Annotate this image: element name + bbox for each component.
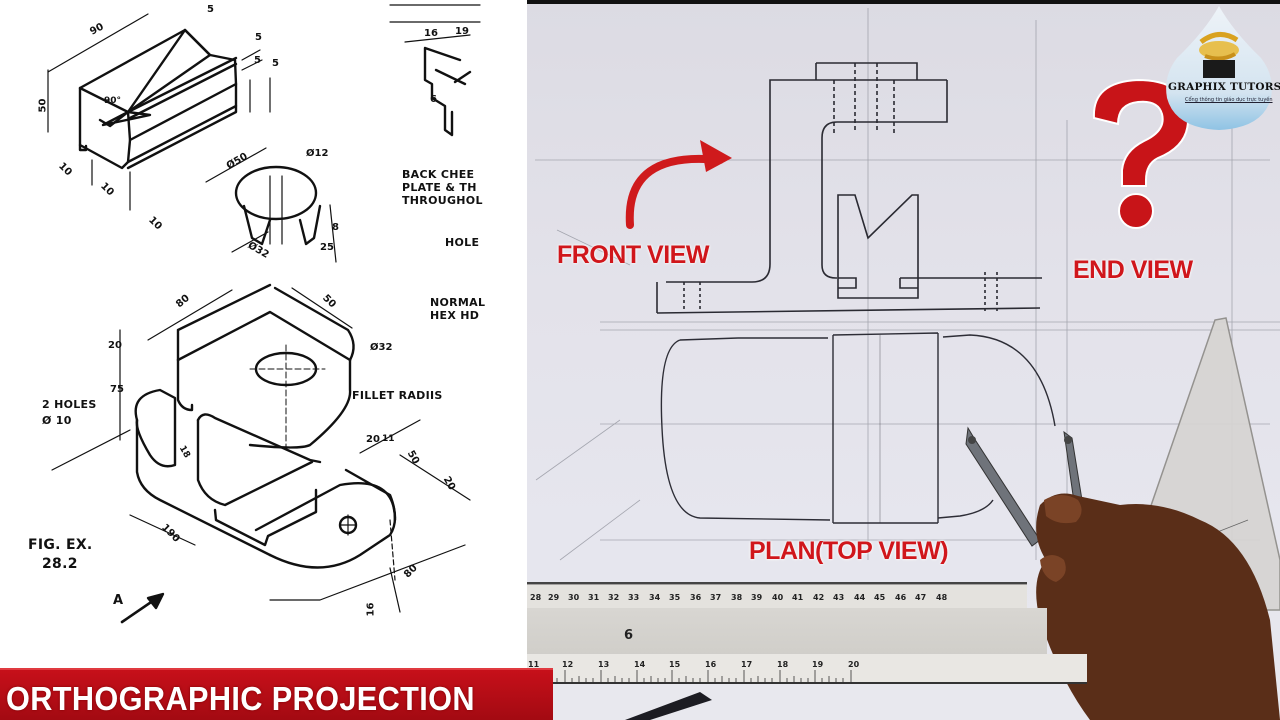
question-mark-icon [1092, 78, 1190, 229]
orthographic-views [535, 8, 1280, 720]
dim-19: 19 [455, 26, 469, 37]
scale-38: 38 [731, 593, 743, 602]
scale-28: 28 [530, 593, 542, 602]
scale-37: 37 [710, 593, 722, 602]
dim-20b: 20 [366, 434, 380, 445]
scale-30: 30 [568, 593, 580, 602]
note-hole-diameter: Ø 10 [42, 414, 72, 427]
graphix-tutors-logo [1166, 6, 1272, 130]
scale-29: 29 [548, 593, 560, 602]
scale-46: 46 [895, 593, 907, 602]
dim-11: 11 [382, 434, 395, 444]
note-two-holes: 2 HOLES [42, 398, 97, 411]
front-view-label: FRONT VIEW [557, 241, 709, 269]
t-square-top-scale [527, 582, 1027, 612]
dim-50: 50 [37, 98, 49, 113]
pen [625, 692, 712, 720]
dim-75: 75 [110, 384, 124, 395]
scale-31: 31 [588, 593, 600, 602]
dim-6: 6 [430, 94, 437, 105]
title-banner [0, 668, 553, 720]
scale-19: 19 [812, 660, 824, 669]
scale-12: 12 [562, 660, 574, 669]
scale-45: 45 [874, 593, 886, 602]
ruler-mark: 6 [624, 628, 634, 643]
bottom-ruler-ticks [528, 670, 852, 684]
note-normal-hex: NORMAL HEX HD [430, 296, 486, 322]
note-hole: HOLE [445, 236, 480, 249]
scale-17: 17 [741, 660, 753, 669]
scale-14: 14 [634, 660, 646, 669]
dim-5a: 5 [207, 4, 214, 15]
scale-47: 47 [915, 593, 927, 602]
plan-top-view-label: PLAN(TOP VIEW) [749, 537, 949, 565]
scale-34: 34 [649, 593, 661, 602]
scale-33: 33 [628, 593, 640, 602]
dim-d12: Ø12 [306, 148, 329, 159]
dim-8: 8 [332, 222, 339, 233]
dim-20a: 20 [108, 340, 122, 351]
scale-15: 15 [669, 660, 681, 669]
dim-16: 16 [424, 28, 438, 39]
scale-18: 18 [777, 660, 789, 669]
scale-43: 43 [833, 593, 845, 602]
scale-40: 40 [772, 593, 784, 602]
dim-90deg: 90° [104, 96, 122, 106]
isometric-drawings [47, 4, 481, 624]
scale-13: 13 [598, 660, 610, 669]
front-view-arrow-head-icon [700, 140, 732, 172]
scale-39: 39 [751, 593, 763, 602]
scale-20: 20 [848, 660, 860, 669]
dim-5b: 5 [255, 32, 262, 43]
t-square-body [527, 608, 1047, 663]
figure-caption-line1: FIG. EX. [28, 537, 93, 553]
banner-title: ORTHOGRAPHIC PROJECTION [6, 680, 475, 717]
scale-35: 35 [669, 593, 681, 602]
front-view-arrow-icon [625, 154, 724, 229]
scale-48: 48 [936, 593, 948, 602]
dim-25: 25 [320, 242, 334, 253]
logo-subtext: Cổng thông tin giáo dục trực tuyến [1185, 97, 1273, 103]
dim-5c: 5 [254, 55, 261, 66]
photo-top-border [527, 0, 1280, 4]
scale-44: 44 [854, 593, 866, 602]
dim-5d: 5 [272, 58, 279, 69]
scale-42: 42 [813, 593, 825, 602]
note-back-cheek: BACK CHEE PLATE & TH THROUGHOL [402, 168, 483, 207]
scale-41: 41 [792, 593, 804, 602]
figure-caption-line2: 28.2 [42, 556, 78, 572]
hand [1036, 493, 1280, 720]
dim-d32-main: Ø32 [370, 342, 393, 353]
dim-16-main: 16 [365, 602, 377, 617]
textbook-page: 90 5 5 5 5 50 90° 10 10 10 Ø50 Ø12 Ø32 2… [0, 0, 527, 720]
compass [965, 426, 1083, 547]
scale-11: 11 [528, 660, 540, 669]
t-square-bottom-scale [527, 654, 1087, 684]
logo-text: GRAPHIX TUTORS [1168, 81, 1280, 93]
scale-36: 36 [690, 593, 702, 602]
note-fillet-radius: FILLET RADIIS [352, 389, 443, 402]
view-direction-label: A [113, 593, 124, 608]
scale-32: 32 [608, 593, 620, 602]
scale-16: 16 [705, 660, 717, 669]
end-view-label: END VIEW [1073, 256, 1193, 284]
